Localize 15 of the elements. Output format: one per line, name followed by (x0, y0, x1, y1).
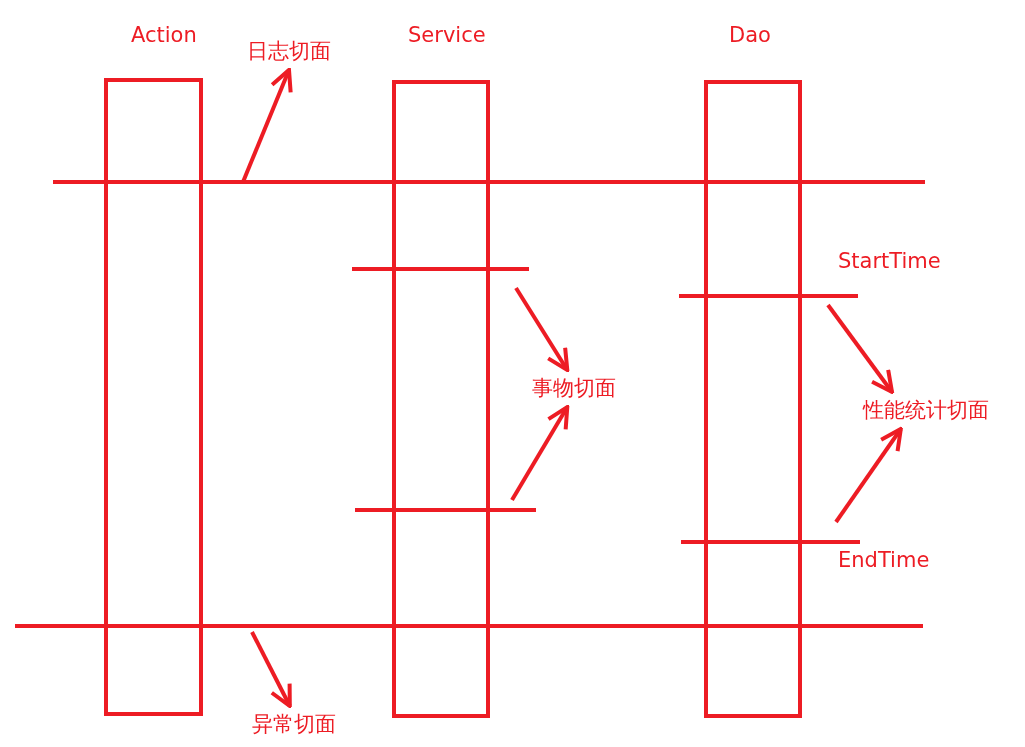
aspect-label: 事物切面 (532, 375, 616, 401)
time-label: StartTime (838, 248, 941, 274)
time-label: EndTime (838, 547, 930, 573)
aspect-label: 性能统计切面 (863, 397, 989, 423)
arrow (834, 427, 903, 524)
arrow (510, 405, 570, 502)
column-heading: Service (408, 22, 486, 48)
column-heading: Action (131, 22, 197, 48)
aspect-label: 日志切面 (247, 38, 331, 64)
column-heading: Dao (729, 22, 771, 48)
arrow (250, 631, 292, 708)
aspect-label: 异常切面 (252, 711, 336, 737)
arrow (514, 286, 570, 372)
arrow (826, 303, 894, 394)
arrow (241, 68, 293, 183)
